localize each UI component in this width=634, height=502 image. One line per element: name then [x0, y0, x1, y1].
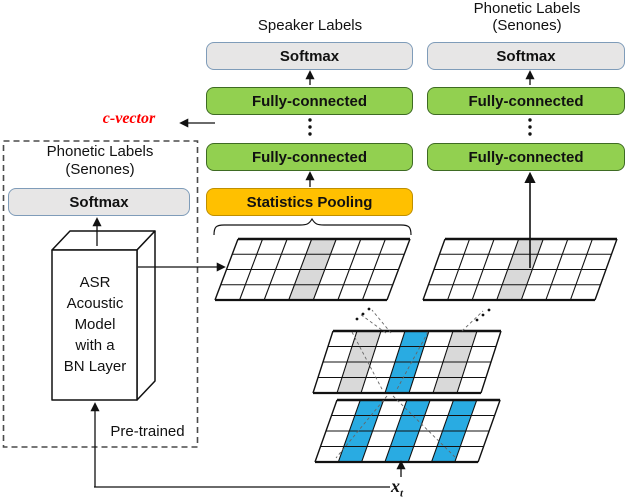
input-subscript: t [400, 487, 404, 500]
ellipsis-dots [308, 118, 532, 322]
phonetic-frames-grid [422, 237, 618, 302]
asr-model-cuboid [51, 230, 156, 401]
frame-grids [214, 237, 618, 464]
asr-line-2: Acoustic [66, 295, 124, 312]
speaker-labels-title: Speaker Labels [257, 17, 363, 34]
asr-line-5: BN Layer [63, 358, 127, 375]
connection-arrows [90, 70, 536, 488]
phonetic-labels-title-line1: Phonetic Labels [473, 0, 581, 17]
input-frames-grid [314, 398, 501, 464]
context-dashed-lines [335, 309, 484, 459]
speaker-softmax-box: Softmax [206, 42, 413, 70]
speaker-fc-lower-box: Fully-connected [206, 143, 413, 171]
phonetic-softmax-box: Softmax [427, 42, 625, 70]
pretrained-softmax-box: Softmax [8, 188, 190, 216]
cvector-label: c-vector [102, 110, 156, 127]
speaker-fc-upper-box: Fully-connected [206, 87, 413, 115]
input-x: x [391, 476, 400, 496]
asr-line-4: with a [75, 337, 115, 354]
pretrained-title-line2: (Senones) [65, 161, 135, 178]
asr-line-3: Model [74, 316, 116, 333]
pooled-frames-grid [214, 237, 411, 302]
pretrained-title-line1: Phonetic Labels [46, 143, 154, 160]
hidden-layer-grid [312, 329, 502, 395]
pooling-brace [213, 217, 412, 236]
phonetic-fc-upper-box: Fully-connected [427, 87, 625, 115]
phonetic-fc-lower-box: Fully-connected [427, 143, 625, 171]
asr-model-label: ASR Acoustic Model with a BN Layer [53, 272, 137, 377]
statistics-pooling-box: Statistics Pooling [206, 188, 413, 216]
input-frame-label: xt [391, 476, 403, 500]
pretrained-caption: Pre-trained [110, 423, 185, 440]
phonetic-labels-title-line2: (Senones) [492, 17, 562, 34]
asr-line-1: ASR [79, 274, 111, 291]
